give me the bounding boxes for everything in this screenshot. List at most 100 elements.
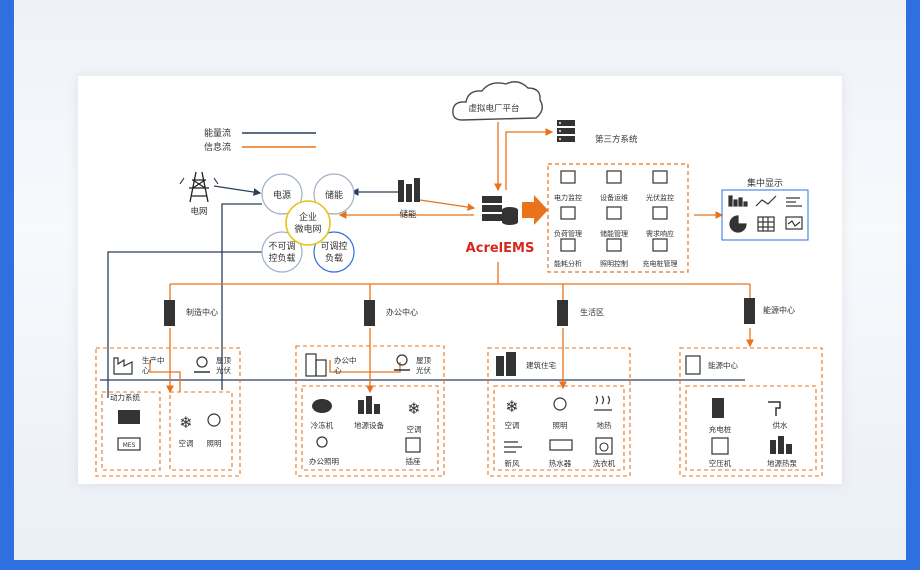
gateway-icon-3 xyxy=(744,298,755,324)
central-display: 集中显示 xyxy=(721,177,809,241)
display-title: 集中显示 xyxy=(747,177,783,189)
gateway-label-0: 制造中心 xyxy=(186,307,218,317)
water-heater-icon xyxy=(549,439,573,451)
residential-title: 建筑住宅 xyxy=(526,360,556,370)
analysis-icon xyxy=(560,238,576,252)
manufacturing-ac-label: 空调 xyxy=(179,438,194,448)
res-bulb-icon xyxy=(553,397,567,411)
adjustable-line2: 负载 xyxy=(325,252,343,264)
sun-panel-icon xyxy=(652,170,668,184)
zone-energy-border xyxy=(679,347,823,477)
grid-node: 电网 xyxy=(179,171,219,217)
factory-icon xyxy=(113,357,133,375)
gateway-icon-0 xyxy=(164,300,175,326)
stethoscope-icon xyxy=(606,170,622,184)
res-ac-label: 空调 xyxy=(505,420,520,430)
function-label-5: 需求响应 xyxy=(646,229,674,238)
res-fresh-air-label: 新风 xyxy=(505,458,520,468)
function-label-6: 能耗分析 xyxy=(554,259,582,268)
zone-office-border xyxy=(295,345,445,477)
zone-manufacturing: 生产中 心 屋顶 光伏 动力系统 MES ❄ 空调 照明 xyxy=(95,347,241,477)
office-building-icon xyxy=(305,353,327,377)
non-adjustable-line2: 控负载 xyxy=(268,252,295,264)
function-panel-border xyxy=(547,163,689,273)
office-title-l2: 心 xyxy=(334,366,342,375)
office-snowflake-icon: ❄ xyxy=(407,399,420,418)
cloud-label: 虚拟电厂平台 xyxy=(468,103,519,114)
charger-icon xyxy=(712,398,724,418)
storage-circle xyxy=(313,173,355,215)
energy-title: 能源中心 xyxy=(708,360,738,370)
energy-water-label: 供水 xyxy=(773,420,788,430)
legend-energy-label: 能量流 xyxy=(204,127,231,139)
source-label: 电源 xyxy=(273,189,291,201)
office-light-label: 办公照明 xyxy=(309,456,339,466)
source-circle xyxy=(261,173,303,215)
storage-label: 储能 xyxy=(399,209,417,220)
energy-heatpump-label: 地源热泵 xyxy=(767,458,797,468)
geo-equipment-icon xyxy=(358,396,380,414)
function-label-1: 设备运维 xyxy=(600,193,628,202)
third-party-system: 第三方系统 xyxy=(557,120,638,145)
function-panel: 电力监控 设备运维 光伏监控 负荷管理 储能管理 需求响应 能耗分析 照明控制 … xyxy=(547,163,689,273)
battery-icon xyxy=(398,178,420,202)
line-chart-icon xyxy=(755,195,777,207)
function-label-7: 照明控制 xyxy=(600,259,628,268)
legend-info-label: 信息流 xyxy=(204,141,231,153)
socket-icon xyxy=(405,437,421,453)
office-geo-label: 地源设备 xyxy=(354,420,384,430)
office-bulb-icon xyxy=(316,436,328,448)
zone-manufacturing-border xyxy=(95,347,241,477)
info-flow-top xyxy=(338,122,724,219)
storage-circle-label: 储能 xyxy=(325,189,343,201)
function-label-0: 电力监控 xyxy=(554,193,582,202)
pie-chart-icon xyxy=(729,215,747,233)
manufacturing-title-l2: 心 xyxy=(142,366,150,375)
list-icon xyxy=(786,197,802,207)
storage-node: 储能 xyxy=(398,178,420,220)
heat-pump-icon xyxy=(770,436,792,454)
legend: 能量流 信息流 xyxy=(204,127,316,153)
adjustable-load-circle xyxy=(313,231,355,273)
gateway-icon-2 xyxy=(557,300,568,326)
adjustable-line1: 可调控 xyxy=(320,240,347,252)
manufacturing-light-label: 照明 xyxy=(207,439,222,448)
monitor-icon xyxy=(560,170,576,184)
res-water-heater-label: 热水器 xyxy=(549,458,572,468)
office-ac-label: 空调 xyxy=(407,424,422,434)
server-database-icon xyxy=(482,196,518,225)
power-system-label: 动力系统 xyxy=(110,392,140,402)
center-line1: 企业 xyxy=(299,211,317,223)
server-stack-icon xyxy=(557,120,575,142)
enterprise-microgrid: 电源 储能 不可调 控负载 可调控 负载 企业 微电网 xyxy=(261,173,355,273)
office-solar-icon xyxy=(396,354,408,366)
energy-charger-label: 充电桩 xyxy=(709,424,732,434)
gateway-label-2: 生活区 xyxy=(580,307,604,317)
gateway-label-1: 办公中心 xyxy=(386,307,418,317)
tap-icon xyxy=(768,401,781,416)
apartment-icon xyxy=(496,352,516,376)
virtual-power-plant-cloud: 虚拟电厂平台 xyxy=(452,81,543,121)
non-adjustable-load-circle xyxy=(261,231,303,273)
table-icon xyxy=(757,216,775,232)
cloud-icon xyxy=(452,81,543,121)
arrow-right-icon xyxy=(522,195,548,225)
energy-center-icon xyxy=(685,355,701,375)
display-frame xyxy=(721,189,809,241)
office-pv-l1: 屋顶 xyxy=(416,356,431,365)
function-label-3: 负荷管理 xyxy=(554,229,582,238)
function-label-4: 储能管理 xyxy=(600,229,628,238)
motor-icon xyxy=(118,410,140,424)
gateway-label-3: 能源中心 xyxy=(763,305,795,315)
washer-icon xyxy=(595,437,613,455)
energy-compressor-label: 空压机 xyxy=(709,458,732,468)
non-adjustable-line1: 不可调 xyxy=(268,241,295,252)
solar-sun-icon xyxy=(196,356,208,368)
monitor-wave-icon xyxy=(785,216,803,230)
zone-energy: 能源中心 充电桩 供水 空压机 地源热泵 xyxy=(679,347,823,477)
office-chiller-label: 冷冻机 xyxy=(311,420,334,430)
third-party-label: 第三方系统 xyxy=(595,134,638,145)
center-line2: 微电网 xyxy=(294,223,321,235)
energy-flow-upper xyxy=(100,185,745,398)
